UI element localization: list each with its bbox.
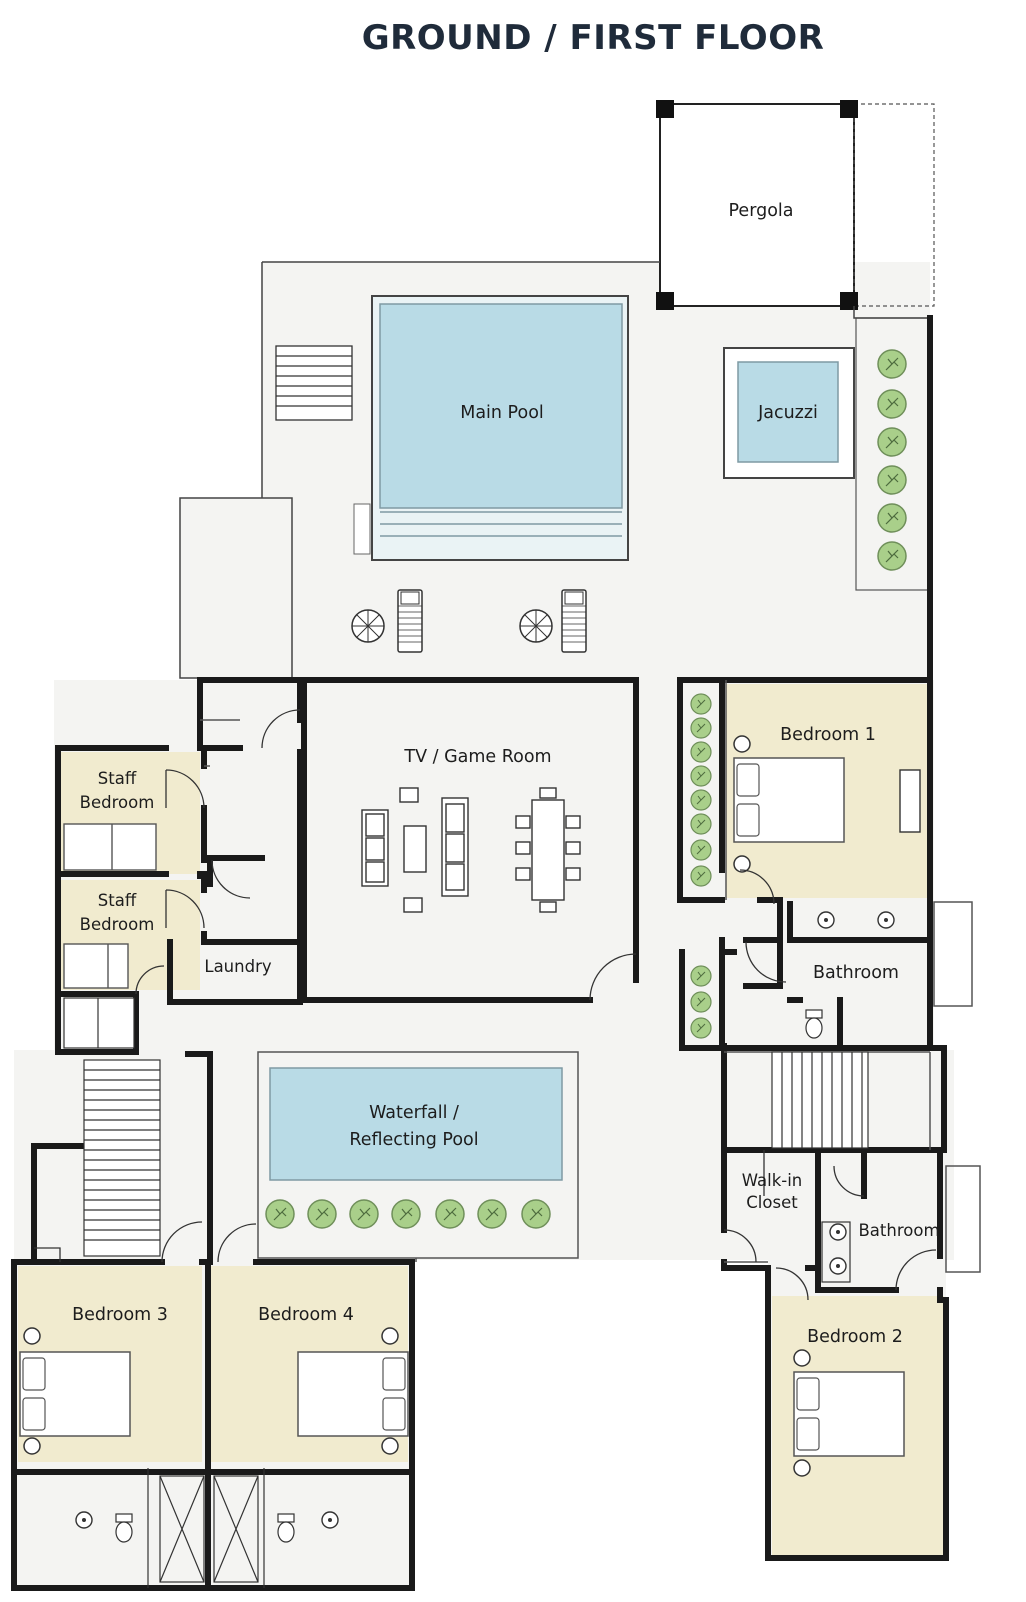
label-staff-bedroom-1-line1: Staff <box>98 769 137 788</box>
label-laundry: Laundry <box>204 957 271 976</box>
label-waterfall-pool-line1: Waterfall / <box>369 1103 459 1123</box>
label-waterfall-pool-line2: Reflecting Pool <box>349 1130 478 1150</box>
waterfall-pool <box>269 1067 563 1181</box>
stairs-right <box>771 1051 869 1149</box>
bed-staff2 <box>63 943 129 989</box>
main-pool <box>353 295 629 561</box>
pool-steps <box>275 345 353 421</box>
label-staff-bedroom-1-line2: Bedroom <box>80 793 155 812</box>
label-bathroom-1: Bathroom <box>813 963 899 983</box>
label-walk-in-closet-line2: Closet <box>746 1193 798 1212</box>
jacuzzi <box>723 347 855 479</box>
tv-room-furniture <box>361 787 581 913</box>
label-walk-in-closet-line1: Walk-in <box>742 1171 803 1190</box>
bath-fixtures <box>75 911 895 1588</box>
label-pergola: Pergola <box>729 201 794 221</box>
label-jacuzzi: Jacuzzi <box>757 403 818 423</box>
pergola <box>656 100 935 310</box>
label-bedroom-2: Bedroom 2 <box>807 1327 903 1347</box>
label-bedroom-1: Bedroom 1 <box>780 725 876 745</box>
stairs-left <box>63 997 161 1257</box>
bed-staff1 <box>63 823 157 871</box>
label-tv-game-room: TV / Game Room <box>403 747 551 767</box>
door-swings <box>34 709 937 1301</box>
plan-title: GROUND / FIRST FLOOR <box>361 18 825 58</box>
label-staff-bedroom-2-line1: Staff <box>98 891 137 910</box>
label-bathroom-2: Bathroom <box>858 1221 939 1240</box>
bedroom-fills <box>18 684 944 1558</box>
label-staff-bedroom-2-line2: Bedroom <box>80 915 155 934</box>
room-labels: Pergola Main Pool Jacuzzi TV / Game Room… <box>72 201 939 1347</box>
walls <box>11 315 949 1591</box>
label-main-pool: Main Pool <box>460 403 544 423</box>
label-bedroom-3: Bedroom 3 <box>72 1305 168 1325</box>
label-bedroom-4: Bedroom 4 <box>258 1305 354 1325</box>
bed-bedroom1 <box>733 735 921 873</box>
